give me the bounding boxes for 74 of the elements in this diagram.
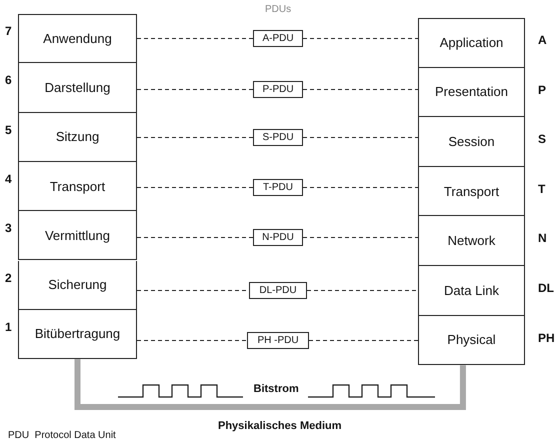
layer-number: 3 (5, 221, 12, 236)
abbreviation-note: PDU Protocol Data Unit (8, 430, 116, 441)
layer-number: 6 (5, 73, 12, 88)
column-heading: PDUs (265, 4, 292, 15)
layer-name: Bitübertragung (34, 326, 120, 342)
layer-abbreviation: S (538, 132, 546, 146)
layer-number: 5 (5, 122, 12, 137)
layer-box (18, 310, 137, 360)
dashed-connector (136, 89, 254, 90)
layer-abbreviation: P (538, 82, 546, 97)
layer-name: Network (448, 233, 496, 248)
pdu-box (253, 81, 303, 98)
layer-number: 1 (5, 320, 12, 334)
pdu-box (247, 332, 309, 349)
pdu-box (253, 229, 303, 246)
dashed-connector (302, 237, 418, 238)
layer-abbreviation: A (538, 33, 547, 47)
layer-name: Session (448, 134, 495, 149)
layer-name: Sicherung (48, 277, 107, 292)
layer-name: Sitzung (56, 129, 100, 144)
dashed-connector (136, 237, 254, 238)
layer-name: Application (440, 35, 504, 50)
layer-name: Darstellung (44, 80, 110, 95)
pdu-box (253, 30, 303, 47)
layer-box (18, 112, 137, 162)
pdu-name: DL-PDU (259, 285, 297, 296)
pdu-name: A-PDU (262, 33, 294, 44)
layer-box (418, 18, 525, 68)
layer-box (418, 117, 525, 167)
dashed-connector (136, 340, 248, 341)
medium-label: Physikalisches Medium (218, 420, 342, 432)
layer-box (18, 14, 137, 64)
dashed-connector (136, 38, 254, 39)
layer-abbreviation: N (538, 231, 547, 246)
layer-box (418, 316, 525, 366)
dashed-connector (302, 38, 418, 39)
layer-box (418, 166, 525, 216)
layer-name: Vermittlung (44, 228, 110, 243)
layer-box (418, 68, 525, 118)
bitstream-label: Bitstrom (254, 383, 299, 395)
layer-box (18, 260, 137, 310)
layer-abbreviation: T (538, 182, 546, 196)
layer-name: Presentation (435, 84, 508, 100)
pdu-name: S-PDU (262, 132, 294, 143)
layer-box (18, 211, 137, 260)
dashed-connector (308, 340, 418, 341)
transmission-medium-line (74, 359, 466, 410)
layer-number: 2 (5, 270, 12, 284)
layer-box (418, 266, 525, 316)
dashed-connector (136, 137, 254, 138)
dashed-connector (136, 187, 254, 188)
pdu-name: PH -PDU (257, 335, 299, 346)
dashed-connector (306, 290, 418, 291)
layer-name: Data Link (444, 282, 499, 298)
layer-name: Physical (447, 332, 496, 348)
pdu-box (253, 179, 303, 196)
layer-box (18, 162, 137, 212)
layer-abbreviation: DL (538, 281, 554, 295)
dashed-connector (302, 187, 418, 188)
pdu-box (249, 282, 307, 299)
dashed-connector (302, 137, 418, 138)
layer-number: 4 (5, 172, 12, 186)
layer-number: 7 (5, 24, 12, 38)
pdu-name: T-PDU (263, 182, 293, 193)
pdu-name: N-PDU (262, 232, 294, 243)
pdu-name: P-PDU (262, 84, 294, 95)
layer-name: Anwendung (43, 31, 112, 46)
layer-box (18, 63, 137, 113)
layer-name: Transport (444, 184, 500, 199)
pdu-box (253, 129, 303, 146)
layer-box (418, 216, 525, 266)
layer-name: Transport (50, 178, 106, 194)
dashed-connector (302, 89, 418, 90)
layer-abbreviation: PH (538, 330, 555, 345)
